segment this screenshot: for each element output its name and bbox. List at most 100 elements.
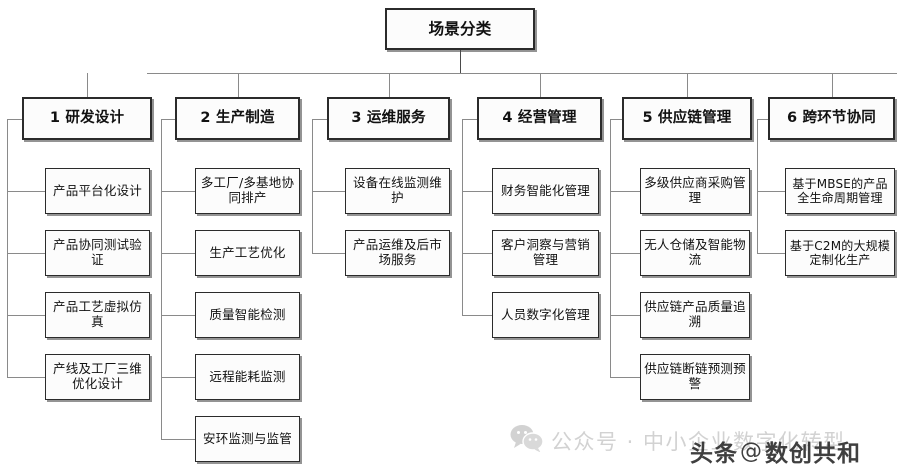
leaf-node[interactable]: 产品运维及后市场服务 [345, 230, 450, 276]
leaf-spine-stub [7, 377, 45, 378]
wechat-icon [510, 424, 544, 457]
leaf-node-label: 供应链断链预测预警 [644, 361, 746, 391]
leaf-node-label: 基于MBSE的产品全生命周期管理 [792, 176, 888, 205]
toutiao-brand: 头条 [690, 441, 738, 467]
leaf-node-label: 产线及工厂三维优化设计 [53, 361, 142, 391]
column-header-6-label: 6 跨环节协同 [786, 109, 877, 126]
column-drop-connector [539, 73, 541, 97]
header-spine-stub [757, 118, 768, 120]
leaf-spine-stub [7, 191, 45, 192]
leaf-node-label: 安环监测与监管 [203, 430, 292, 446]
header-spine-stub [312, 118, 327, 120]
toutiao-at-symbol: @ [740, 438, 763, 464]
column-drop-connector [237, 73, 239, 97]
leaf-spine-stub [610, 191, 640, 192]
column-drop-connector [831, 73, 833, 97]
leaf-node[interactable]: 人员数字化管理 [492, 292, 599, 338]
leaf-spine-stub [610, 377, 640, 378]
leaf-node-label: 财务智能化管理 [501, 182, 590, 198]
column-header-5[interactable]: 5 供应链管理 [622, 97, 752, 140]
leaf-node[interactable]: 安环监测与监管 [195, 416, 300, 462]
header-spine-stub [7, 118, 22, 120]
leaf-node[interactable]: 远程能耗监测 [195, 354, 300, 400]
column-header-3-label: 3 运维服务 [351, 109, 426, 126]
leaf-node[interactable]: 无人仓储及智能物流 [640, 230, 750, 276]
leaf-node[interactable]: 财务智能化管理 [492, 168, 599, 214]
wechat-watermark: 公众号 · 中小企业数字化转型 [510, 424, 846, 457]
column-header-1[interactable]: 1 研发设计 [22, 97, 152, 140]
leaf-spine-stub [7, 315, 45, 316]
wechat-watermark-text: 公众号 · 中小企业数字化转型 [551, 429, 846, 454]
column-header-5-label: 5 供应链管理 [642, 109, 732, 126]
root-node[interactable]: 场景分类 [385, 8, 535, 50]
leaf-spine-stub [312, 191, 345, 192]
leaf-node[interactable]: 供应链产品质量追溯 [640, 292, 750, 338]
leaf-spine-stub [610, 315, 640, 316]
header-spine-stub [161, 118, 175, 120]
leaf-node-label: 质量智能检测 [209, 306, 286, 322]
leaf-spine-stub [757, 191, 785, 192]
leaf-node-label: 产品运维及后市场服务 [353, 237, 442, 267]
column-spine [462, 118, 463, 315]
leaf-node[interactable]: 设备在线监测维护 [345, 168, 450, 214]
leaf-node-label: 客户洞察与营销管理 [501, 237, 590, 267]
column-spine [7, 118, 8, 377]
toutiao-watermark: 头条@数创共和 [690, 434, 861, 468]
leaf-spine-stub [312, 253, 345, 254]
column-header-3[interactable]: 3 运维服务 [327, 97, 450, 140]
leaf-spine-stub [161, 315, 195, 316]
column-spine [312, 118, 313, 253]
leaf-node[interactable]: 基于MBSE的产品全生命周期管理 [785, 168, 895, 214]
leaf-spine-stub [161, 253, 195, 254]
leaf-node-label: 无人仓储及智能物流 [644, 237, 746, 267]
leaf-node-label: 供应链产品质量追溯 [644, 299, 746, 329]
leaf-node[interactable]: 产品工艺虚拟仿真 [45, 292, 150, 338]
column-drop-connector [87, 73, 88, 97]
leaf-node-label: 基于C2M的大规模定制化生产 [789, 238, 891, 267]
leaf-node[interactable]: 多工厂/多基地协同排产 [195, 168, 300, 214]
column-header-6[interactable]: 6 跨环节协同 [768, 97, 895, 140]
leaf-node[interactable]: 产品平台化设计 [45, 168, 150, 214]
leaf-spine-stub [7, 253, 45, 254]
leaf-node-label: 人员数字化管理 [501, 306, 590, 322]
leaf-spine-stub [161, 439, 195, 440]
leaf-node-label: 多工厂/多基地协同排产 [200, 175, 295, 205]
leaf-node-label: 产品协同测试验证 [53, 237, 142, 267]
leaf-node-label: 远程能耗监测 [209, 368, 286, 384]
column-header-2[interactable]: 2 生产制造 [175, 97, 300, 140]
leaf-spine-stub [161, 377, 195, 378]
leaf-node[interactable]: 产品协同测试验证 [45, 230, 150, 276]
column-header-2-label: 2 生产制造 [200, 109, 275, 126]
leaf-node-label: 产品平台化设计 [53, 182, 142, 198]
leaf-node-label: 产品工艺虚拟仿真 [53, 299, 142, 329]
leaf-node-label: 多级供应商采购管理 [644, 175, 746, 205]
leaf-spine-stub [757, 253, 785, 254]
root-trunk-connector [460, 50, 461, 73]
root-node-label: 场景分类 [428, 19, 492, 38]
leaf-node-label: 设备在线监测维护 [353, 175, 442, 205]
column-spine [757, 118, 758, 253]
header-spine-stub [462, 118, 477, 120]
leaf-node[interactable]: 多级供应商采购管理 [640, 168, 750, 214]
leaf-node[interactable]: 质量智能检测 [195, 292, 300, 338]
column-drop-connector [388, 73, 390, 97]
leaf-spine-stub [462, 253, 492, 254]
distribution-bus [147, 73, 897, 74]
header-spine-stub [610, 118, 622, 120]
leaf-spine-stub [610, 253, 640, 254]
leaf-node[interactable]: 产线及工厂三维优化设计 [45, 354, 150, 400]
column-spine [610, 118, 611, 377]
leaf-spine-stub [462, 191, 492, 192]
leaf-node[interactable]: 供应链断链预测预警 [640, 354, 750, 400]
column-header-4-label: 4 经营管理 [502, 109, 577, 126]
column-header-1-label: 1 研发设计 [49, 109, 125, 126]
leaf-node[interactable]: 基于C2M的大规模定制化生产 [785, 230, 895, 276]
toutiao-account: 数创共和 [765, 441, 861, 467]
leaf-node[interactable]: 生产工艺优化 [195, 230, 300, 276]
column-drop-connector [687, 73, 688, 97]
leaf-spine-stub [462, 315, 492, 316]
column-header-4[interactable]: 4 经营管理 [477, 97, 602, 140]
leaf-node-label: 生产工艺优化 [209, 244, 286, 260]
leaf-node[interactable]: 客户洞察与营销管理 [492, 230, 599, 276]
